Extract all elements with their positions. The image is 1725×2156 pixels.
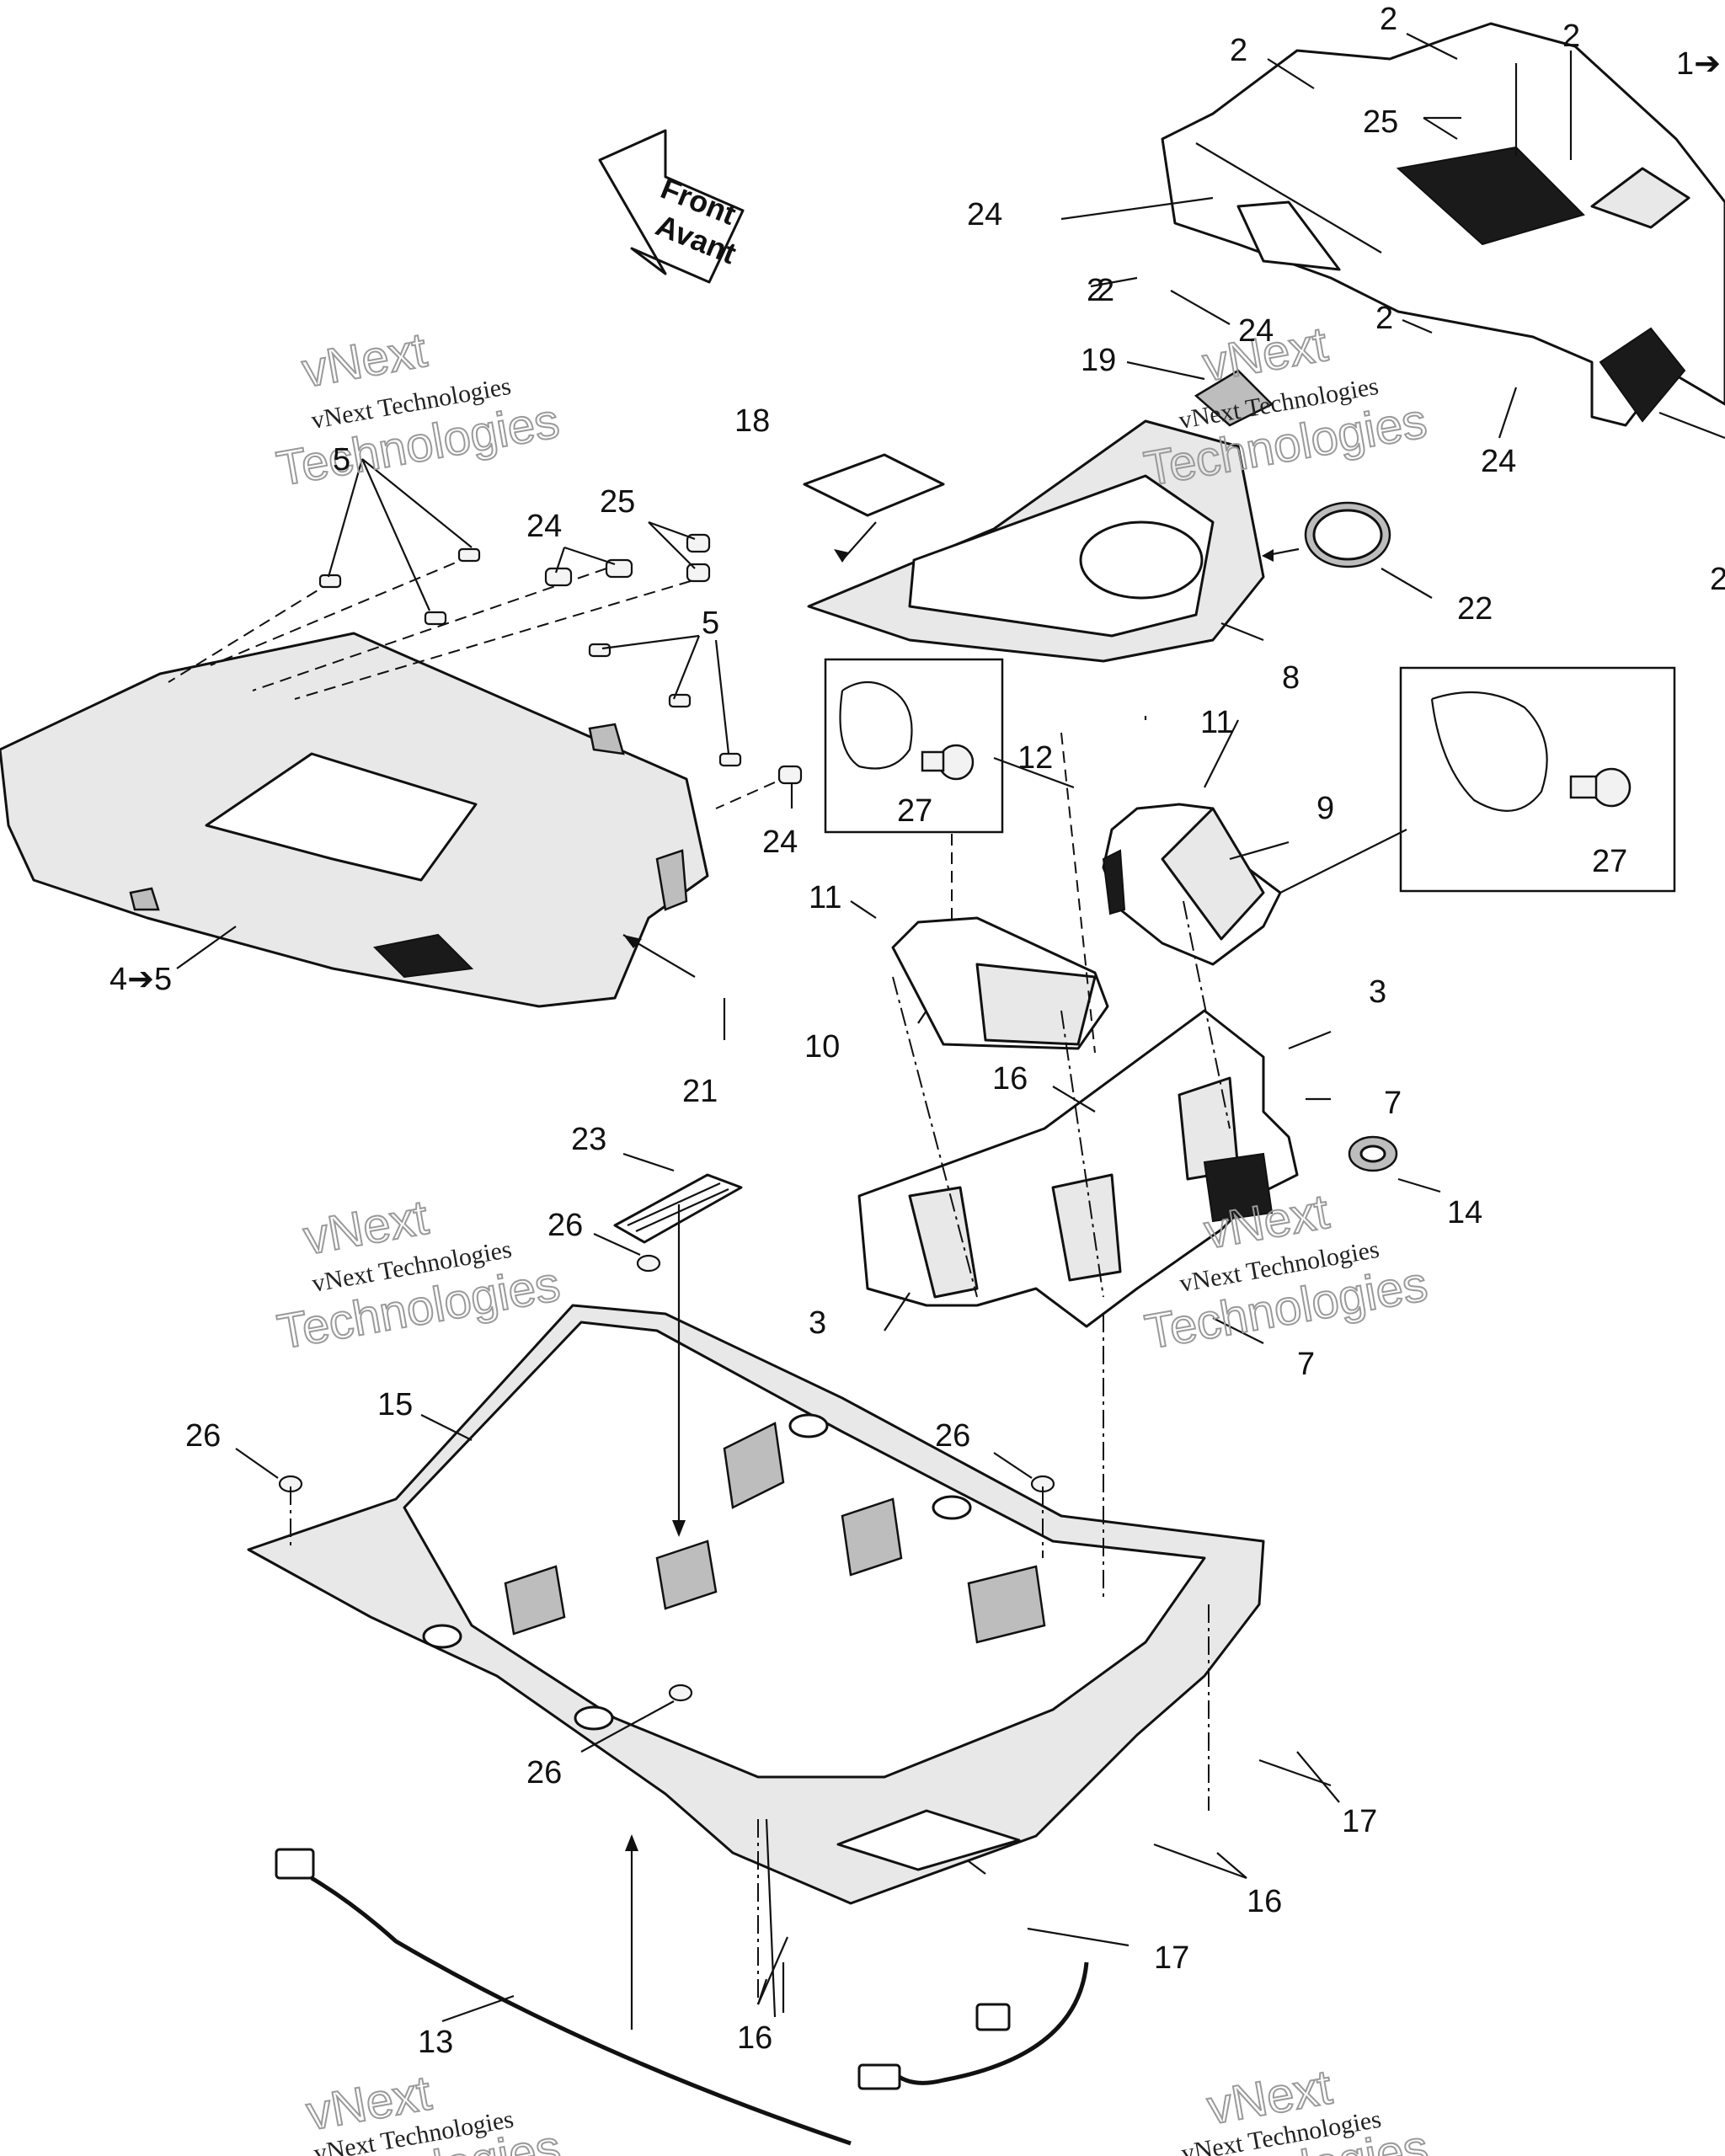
callout-label: 26 (547, 1208, 583, 1243)
callout-label: 9 (1316, 791, 1334, 826)
bulb-box-right (1399, 666, 1676, 893)
screw-icon (686, 563, 711, 583)
callout-label: 8 (1282, 660, 1300, 696)
watermark-4: vNext vNext Technologies Technologies (1140, 1183, 1433, 1361)
callout-label: 7 (1384, 1086, 1402, 1121)
screw-icon (544, 567, 573, 587)
watermark-1: vNext vNext Technologies Technologies (272, 322, 564, 498)
callout-label: 13 (418, 2025, 453, 2060)
callout-label: 16 (992, 1061, 1028, 1097)
screw-icon (718, 752, 742, 767)
callout-label: 5 (702, 606, 719, 641)
callout-labels: 2 2 2 2 2 1➔ 25 24 24 24 19 18 22 8 5 24… (109, 2, 1725, 2060)
callout-label: 3 (809, 1305, 826, 1341)
callout-label: 18 (734, 403, 770, 439)
wiring-harness-13 (275, 1848, 1089, 2146)
cover-8 (807, 419, 1265, 663)
screw-icon (424, 611, 447, 626)
lamp-housing-10 (891, 916, 1109, 1050)
plug-icon (636, 1254, 661, 1273)
callout-label: 26 (526, 1755, 562, 1790)
watermark-5: vNext vNext Technologies Technologies (274, 2064, 566, 2156)
lamp-housing-9 (1102, 803, 1282, 966)
callout-label: 24 (1238, 313, 1274, 349)
callout-label: 27 (897, 793, 932, 829)
central-bracket (857, 1009, 1398, 1328)
callout-label: 1➔ (1676, 46, 1721, 82)
screw-icon (588, 643, 611, 658)
callout-label: 5 (333, 442, 350, 478)
screw-icon (457, 547, 481, 563)
screw-icon (318, 574, 342, 589)
callout-label: 2 (1087, 273, 1104, 308)
callout-label: 24 (762, 825, 798, 860)
screw-icon (777, 765, 803, 785)
callout-label: 27 (1592, 844, 1627, 879)
callout-label: 16 (1247, 1884, 1282, 1919)
callout-label: 24 (526, 509, 562, 544)
watermark-3: vNext vNext Technologies Technologies (273, 1189, 565, 1361)
decal-18 (803, 453, 945, 563)
callout-label: 12 (1017, 740, 1053, 776)
callout-label: 3 (1369, 974, 1386, 1010)
badge-22 (1262, 501, 1391, 568)
callout-label: 17 (1154, 1940, 1189, 1976)
callout-label: 2 (1097, 273, 1114, 308)
left-panel-screws (168, 533, 803, 809)
callout-label: 14 (1447, 1195, 1482, 1230)
left-panel (0, 632, 709, 1008)
decal-19 (1194, 369, 1274, 427)
callout-label: 26 (185, 1418, 221, 1454)
callout-label: 7 (1297, 1347, 1315, 1382)
leader-lines (176, 33, 1725, 2030)
callout-label: 16 (737, 2020, 772, 2056)
bulb-box-left (824, 658, 1004, 834)
callout-label: 24 (1481, 444, 1516, 479)
callout-label: 15 (377, 1387, 413, 1422)
callout-label: 2 (1375, 301, 1393, 336)
screw-icon (668, 693, 692, 708)
callout-label: 25 (1363, 104, 1398, 140)
front-direction-arrow: Front Avant (598, 129, 745, 284)
upper-bracket-assembly (1161, 22, 1725, 427)
callout-label: 2 (1710, 562, 1725, 597)
callout-label: 11 (809, 880, 841, 915)
callout-label: 21 (682, 1074, 718, 1109)
callout-label: 2 (1562, 19, 1580, 54)
callout-label: 2 (1380, 2, 1397, 37)
callout-label: 26 (935, 1418, 970, 1454)
callout-label: 24 (967, 197, 1002, 232)
callout-label: 25 (600, 484, 635, 520)
callout-label: 11 (1200, 705, 1233, 740)
skid-plate-15 (247, 1304, 1265, 1905)
callout-label: 22 (1457, 591, 1493, 627)
callout-label: 2 (1230, 33, 1247, 68)
svg-text:vNext: vNext (298, 323, 430, 398)
callout-label: 19 (1081, 343, 1116, 378)
callout-label: 23 (571, 1122, 606, 1157)
plug-icon (668, 1684, 693, 1702)
callout-label: 10 (804, 1029, 840, 1065)
callout-label: 17 (1342, 1804, 1377, 1839)
assembly-guide-lines (290, 732, 1231, 2004)
watermark-6: vNext vNext Technologies Technologies (1141, 2059, 1434, 2156)
callout-label: 4➔5 (109, 962, 172, 997)
